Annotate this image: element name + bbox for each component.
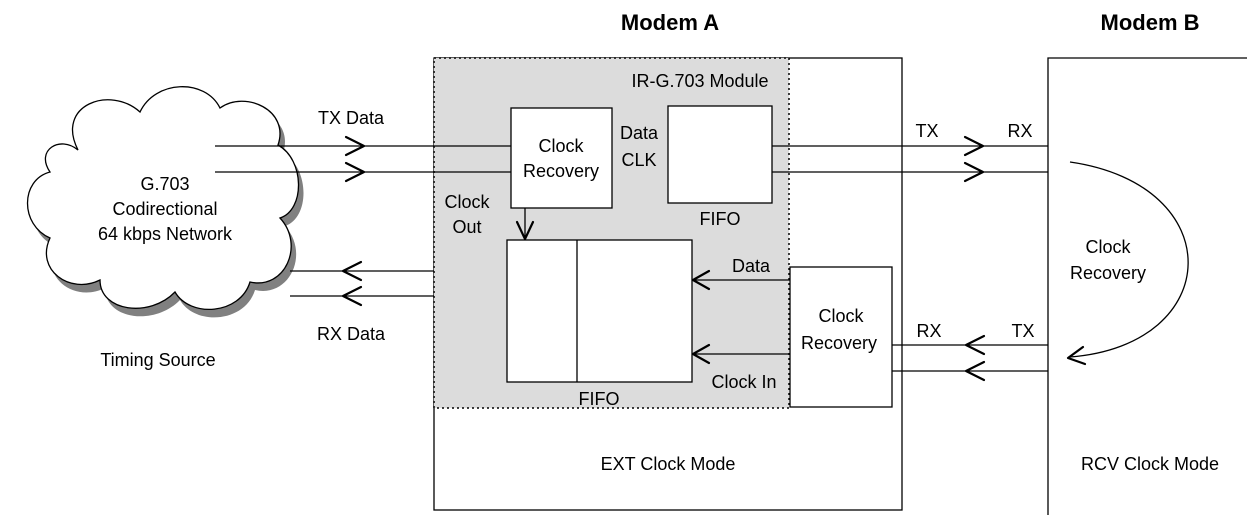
data-label-upper: Data [620,123,659,143]
network-cloud [27,86,304,318]
rx-label-modem-a: RX [916,321,941,341]
rx-label-modem-b: RX [1007,121,1032,141]
clock-recovery-box-upper [510,107,613,209]
fifo-box-lower [506,239,693,383]
modem-b-box [1047,57,1247,515]
fifo-box-upper [667,105,773,204]
rx-arrow-2 [964,360,986,382]
tx-label-modem-b: TX [1011,321,1034,341]
tx-data-label: TX Data [318,108,385,128]
clock-recovery-upper-label-2: Recovery [523,161,599,181]
data-in-arrow [691,269,711,291]
rx-data-arrow-1 [341,260,363,282]
rx-arrow-1 [964,334,986,356]
cloud-label-2: Codirectional [112,199,217,219]
modem-b-clock-recovery-label-2: Recovery [1070,263,1146,283]
rcv-clock-mode-label: RCV Clock Mode [1081,454,1219,474]
clock-recovery-modem-a-label-1: Clock [818,306,864,326]
clock-out-label-1: Clock [444,192,490,212]
cloud-label-1: G.703 [140,174,189,194]
tx-arrow-1 [963,135,985,157]
clock-in-arrow [691,343,711,365]
ext-clock-mode-label: EXT Clock Mode [601,454,736,474]
clock-out-label-2: Out [452,217,481,237]
tx-data-arrow-1 [344,135,366,157]
tx-arrow-2 [963,161,985,183]
fifo-upper-label: FIFO [700,209,741,229]
clock-out-arrow [515,220,535,241]
modem-b-recovery-loop [1069,161,1189,358]
tx-label-modem-a: TX [915,121,938,141]
fifo-lower-label: FIFO [579,389,620,409]
rx-data-arrow-2 [341,285,363,307]
modem-b-recovery-arrow [1066,345,1087,366]
modem-b-title: Modem B [1101,10,1200,35]
rx-data-label: RX Data [317,324,386,344]
clock-recovery-modem-a-label-2: Recovery [801,333,877,353]
clock-recovery-box-modem-a [789,266,893,408]
clk-label: CLK [621,150,656,170]
data-in-label: Data [732,256,771,276]
modem-b-clock-recovery-label-1: Clock [1085,237,1131,257]
clock-recovery-upper-label-1: Clock [538,136,584,156]
clock-in-label: Clock In [711,372,776,392]
module-title: IR-G.703 Module [631,71,768,91]
cloud-label-3: 64 kbps Network [98,224,233,244]
modem-a-title: Modem A [621,10,719,35]
tx-data-arrow-2 [344,161,366,183]
timing-source-label: Timing Source [100,350,215,370]
